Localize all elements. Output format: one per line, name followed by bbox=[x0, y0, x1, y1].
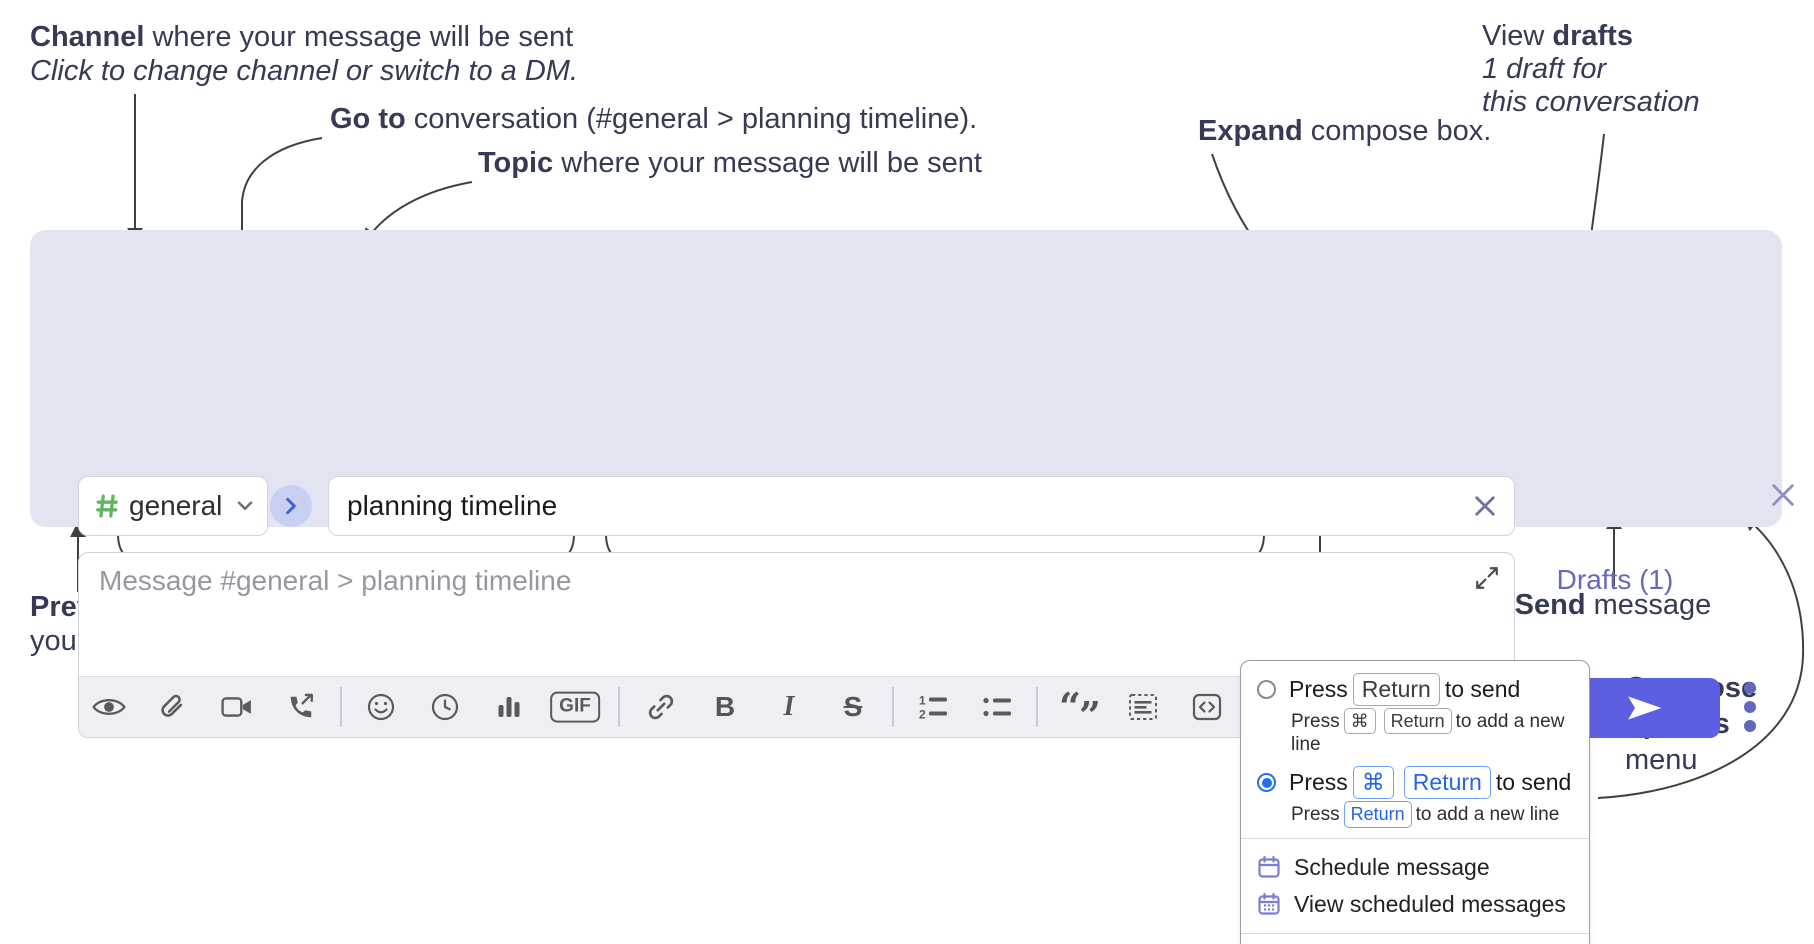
ellipsis-dot bbox=[1744, 682, 1756, 694]
toolbar-divider bbox=[892, 687, 894, 727]
drafts-link[interactable]: Drafts (1) bbox=[1556, 564, 1674, 595]
preview-eye-icon[interactable] bbox=[92, 695, 126, 719]
radio-selected-icon[interactable] bbox=[1257, 773, 1276, 793]
annotation-goto: Go to conversation (#general > planning … bbox=[330, 103, 978, 135]
chevron-down-icon bbox=[237, 501, 253, 511]
annotation-send: Send message bbox=[1514, 589, 1712, 621]
annotation-channel: Channel where your message will be sent … bbox=[30, 21, 579, 87]
channel-selector[interactable]: general bbox=[78, 476, 268, 536]
menu-item-view-scheduled[interactable]: View scheduled messages bbox=[1257, 886, 1573, 923]
compose-box: general bbox=[30, 230, 1794, 738]
ellipsis-dot bbox=[1744, 701, 1756, 713]
close-icon bbox=[1772, 484, 1794, 506]
numbered-list-icon[interactable]: 1 2 bbox=[917, 694, 949, 721]
video-call-icon[interactable] bbox=[221, 695, 253, 719]
kbd-return: Return bbox=[1352, 673, 1440, 707]
send-button[interactable] bbox=[1570, 678, 1720, 738]
topic-input[interactable] bbox=[347, 490, 1472, 522]
channel-name: general bbox=[129, 490, 223, 521]
kbd-cmd: ⌘ bbox=[1343, 708, 1376, 735]
kbd-return: Return bbox=[1403, 766, 1491, 800]
go-to-conversation-button[interactable] bbox=[270, 485, 312, 527]
audio-call-icon[interactable] bbox=[287, 693, 315, 721]
expand-compose-icon[interactable] bbox=[1474, 565, 1500, 591]
italic-icon[interactable]: I bbox=[783, 691, 795, 722]
channel-hash-icon bbox=[96, 494, 118, 518]
menu-item-schedule-message[interactable]: Schedule message bbox=[1257, 849, 1573, 886]
svg-text:2: 2 bbox=[919, 708, 926, 721]
message-input[interactable] bbox=[97, 563, 1461, 677]
ellipsis-dot bbox=[1744, 720, 1756, 732]
topic-row bbox=[328, 476, 1515, 536]
kbd-return: Return bbox=[1343, 801, 1412, 828]
annotation-topic: Topic where your message will be sent bbox=[478, 147, 982, 179]
arrow-to-conversation-button bbox=[234, 137, 323, 251]
quote-icon[interactable]: “” bbox=[1059, 684, 1101, 738]
clear-topic-icon[interactable] bbox=[1472, 493, 1498, 519]
send-icon bbox=[1628, 696, 1662, 720]
close-compose-button[interactable] bbox=[1766, 478, 1800, 512]
annotation-view-drafts: View drafts 1 draft for this conversatio… bbox=[1482, 20, 1700, 118]
kbd-return: Return bbox=[1383, 708, 1452, 735]
add-poll-icon[interactable] bbox=[496, 694, 522, 720]
popup-divider bbox=[1241, 932, 1589, 934]
radio-unselected-icon[interactable] bbox=[1257, 680, 1276, 700]
bulleted-list-icon[interactable] bbox=[981, 694, 1013, 721]
toolbar-divider bbox=[618, 687, 620, 727]
code-icon[interactable] bbox=[1192, 693, 1222, 721]
strikethrough-icon[interactable]: S bbox=[843, 691, 863, 722]
add-emoji-icon[interactable] bbox=[367, 693, 395, 721]
calendar-grid-icon bbox=[1258, 893, 1280, 915]
arrow-to-options-menu bbox=[1597, 514, 1805, 799]
svg-text:1: 1 bbox=[919, 694, 926, 708]
chevron-right-icon bbox=[286, 497, 296, 515]
attach-file-icon[interactable] bbox=[159, 692, 187, 722]
kbd-cmd: ⌘ bbox=[1352, 766, 1394, 800]
spoiler-icon[interactable] bbox=[1128, 693, 1158, 721]
add-gif-icon[interactable]: GIF bbox=[550, 691, 600, 723]
link-icon[interactable] bbox=[646, 692, 676, 722]
calendar-icon bbox=[1258, 856, 1280, 878]
annotation-expand: Expand compose box. bbox=[1198, 115, 1492, 147]
popup-divider bbox=[1241, 837, 1589, 839]
toolbar-divider bbox=[1036, 687, 1038, 727]
bold-icon[interactable]: B bbox=[714, 691, 736, 722]
schedule-time-icon[interactable] bbox=[431, 693, 459, 721]
toolbar-divider bbox=[340, 687, 342, 727]
compose-options-menu-button[interactable] bbox=[1744, 682, 1756, 732]
